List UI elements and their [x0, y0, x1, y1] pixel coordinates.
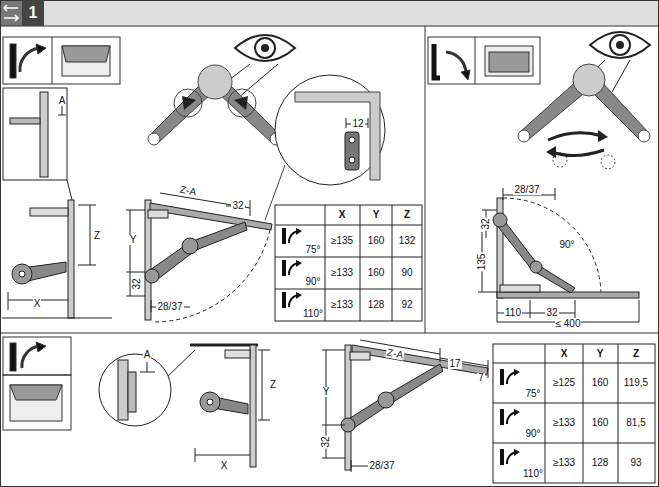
section-number-box: 1: [22, 0, 44, 26]
table-cell: 81,5: [625, 418, 646, 428]
dimension-label: 32: [132, 277, 142, 290]
dimension-label: 32: [231, 201, 244, 211]
bottom-drawings: [99, 340, 488, 472]
table-cell: Z: [403, 210, 411, 220]
table-cell: ≥125: [552, 378, 576, 388]
dimension-label: 32: [321, 435, 331, 448]
table-cell: 75°: [524, 389, 541, 399]
table-cell: ≥133: [552, 458, 576, 468]
table-cell: 75°: [304, 245, 321, 255]
dimension-label: 28/37: [156, 302, 183, 312]
dimension-label: Z-A: [178, 185, 198, 198]
dimension-label: A: [58, 96, 67, 106]
table-cell: ≥133: [330, 300, 354, 310]
dimension-label: 28/37: [513, 185, 540, 195]
top-left-drawings: [2, 75, 385, 322]
table-cell: 160: [591, 418, 610, 428]
table-cell: ≥135: [330, 236, 354, 246]
table-cell: 90°: [524, 429, 541, 439]
table-cell: 160: [367, 268, 386, 278]
dimension-label: Z: [269, 380, 277, 390]
eyes-and-hinges: [148, 32, 650, 169]
dimension-label: 135: [477, 253, 487, 272]
dimension-label: Z: [93, 231, 101, 241]
table-cell: 160: [591, 378, 610, 388]
dimension-label: X: [220, 461, 229, 471]
dimension-label: X: [33, 299, 42, 309]
table-cell: X: [560, 349, 569, 359]
dimension-label: 32: [545, 308, 558, 318]
dimension-label: Y: [129, 235, 138, 245]
table-cell: ≥133: [330, 268, 354, 278]
table-cell: 119,5: [623, 378, 649, 388]
dimension-label: A: [143, 350, 152, 360]
table-cell: Z: [632, 349, 640, 359]
table-cell: 110°: [302, 309, 324, 319]
dimension-label: ≤ 400: [555, 319, 582, 329]
dimension-label: 28/37: [368, 461, 395, 471]
icon-boxes: [3, 37, 540, 430]
table-cell: 93: [629, 458, 642, 468]
table-cell: ≥133: [552, 418, 576, 428]
dimension-label: 90°: [558, 240, 575, 250]
dimension-label: 17: [448, 359, 461, 369]
section-number: 1: [29, 4, 38, 22]
table-cell: Y: [596, 349, 605, 359]
table-cell: 160: [367, 236, 386, 246]
table-icons: [282, 228, 520, 465]
table-cell: 128: [367, 300, 386, 310]
table-cell: 90: [400, 268, 413, 278]
table-cell: 92: [400, 300, 413, 310]
table-cell: 110°: [522, 469, 544, 479]
table-cell: 132: [398, 236, 417, 246]
table-cell: X: [338, 210, 347, 220]
top-right-drawing: [478, 188, 639, 322]
dimension-label: Y: [322, 387, 331, 397]
dimension-label: 7: [477, 373, 485, 383]
table-cell: 128: [591, 458, 610, 468]
table-grids: [275, 205, 655, 483]
dimension-label: 110: [504, 308, 522, 318]
table-cell: Y: [372, 210, 381, 220]
dimension-label: 32: [481, 217, 491, 230]
table-cell: 90°: [304, 277, 321, 287]
dimension-label: 12: [351, 119, 364, 129]
